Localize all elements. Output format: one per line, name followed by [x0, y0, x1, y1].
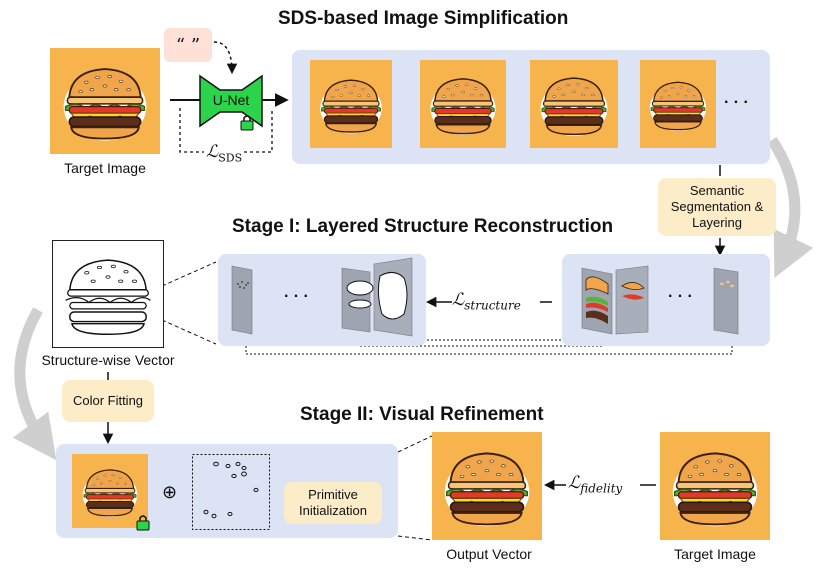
- burger-illustration: [649, 81, 707, 131]
- output-vector-image: [432, 432, 542, 540]
- gray-curve-left: [12, 307, 57, 461]
- prompt-text: “ ”: [175, 34, 201, 56]
- target-image-bottom: [660, 432, 770, 540]
- prompt-box: “ ”: [164, 28, 212, 62]
- burger-illustration: [320, 79, 382, 134]
- layer-sheet-red: [615, 265, 649, 335]
- burger-illustration: [444, 452, 530, 527]
- caption-structure-vector: Structure-wise Vector: [41, 352, 175, 368]
- primitive-dots-box: [192, 454, 270, 530]
- sds-step-4: [640, 60, 716, 148]
- burger-illustration: [82, 469, 138, 518]
- layer-sheet-seeds: [713, 267, 739, 335]
- zoom-line-out-top: [397, 435, 433, 453]
- zoom-line-top: [161, 261, 217, 287]
- lock-icon-stage2: [136, 515, 150, 531]
- gray-curve-right: [767, 136, 814, 278]
- sds-step-2: [420, 60, 506, 148]
- sds-step-1: [310, 60, 392, 148]
- note-semantic: Semantic Segmentation & Layering: [658, 178, 776, 236]
- burger-illustration: [63, 68, 147, 141]
- stage1-right-layers: [581, 265, 739, 335]
- stage1-left-layers: [231, 257, 413, 337]
- note-primitive-init: Primitive Initialization: [284, 482, 382, 524]
- layer-sheet-dots: [231, 265, 253, 335]
- unet-label: U-Net: [212, 92, 250, 108]
- caption-target-top: Target Image: [64, 160, 146, 176]
- zoom-line-bottom: [161, 319, 217, 345]
- lock-icon: [240, 115, 254, 131]
- structure-sketch: [52, 240, 164, 348]
- caption-target-bottom: Target Image: [674, 546, 756, 562]
- sds-step-3: [530, 60, 618, 148]
- title-stage1: Stage I: Layered Structure Reconstructio…: [232, 216, 614, 237]
- arrow-prompt-to-unet: [213, 41, 238, 75]
- loss-structure: ℒstructure: [452, 290, 521, 313]
- title-stage2: Stage II: Visual Refinement: [300, 404, 544, 425]
- zoom-line-out-bottom: [397, 535, 433, 541]
- burger-illustration: [540, 77, 608, 136]
- stage1-right-ellipsis: · · ·: [668, 288, 693, 305]
- stage2-color-burger: [72, 454, 148, 528]
- note-color-fitting: Color Fitting: [62, 380, 154, 422]
- loss-sds: ℒSDS: [204, 142, 245, 165]
- title-sds: SDS-based Image Simplification: [278, 8, 569, 29]
- unet-block: [199, 74, 263, 128]
- sds-ellipsis: · · ·: [724, 94, 749, 111]
- caption-output-vector: Output Vector: [446, 546, 532, 562]
- stage1-left-ellipsis: · · ·: [284, 288, 309, 305]
- target-image-top: [50, 48, 160, 154]
- burger-illustration: [430, 78, 496, 136]
- plus-symbol: ⊕: [162, 482, 178, 502]
- loss-fidelity: ℒfidelity: [568, 473, 623, 496]
- burger-illustration: [672, 452, 758, 527]
